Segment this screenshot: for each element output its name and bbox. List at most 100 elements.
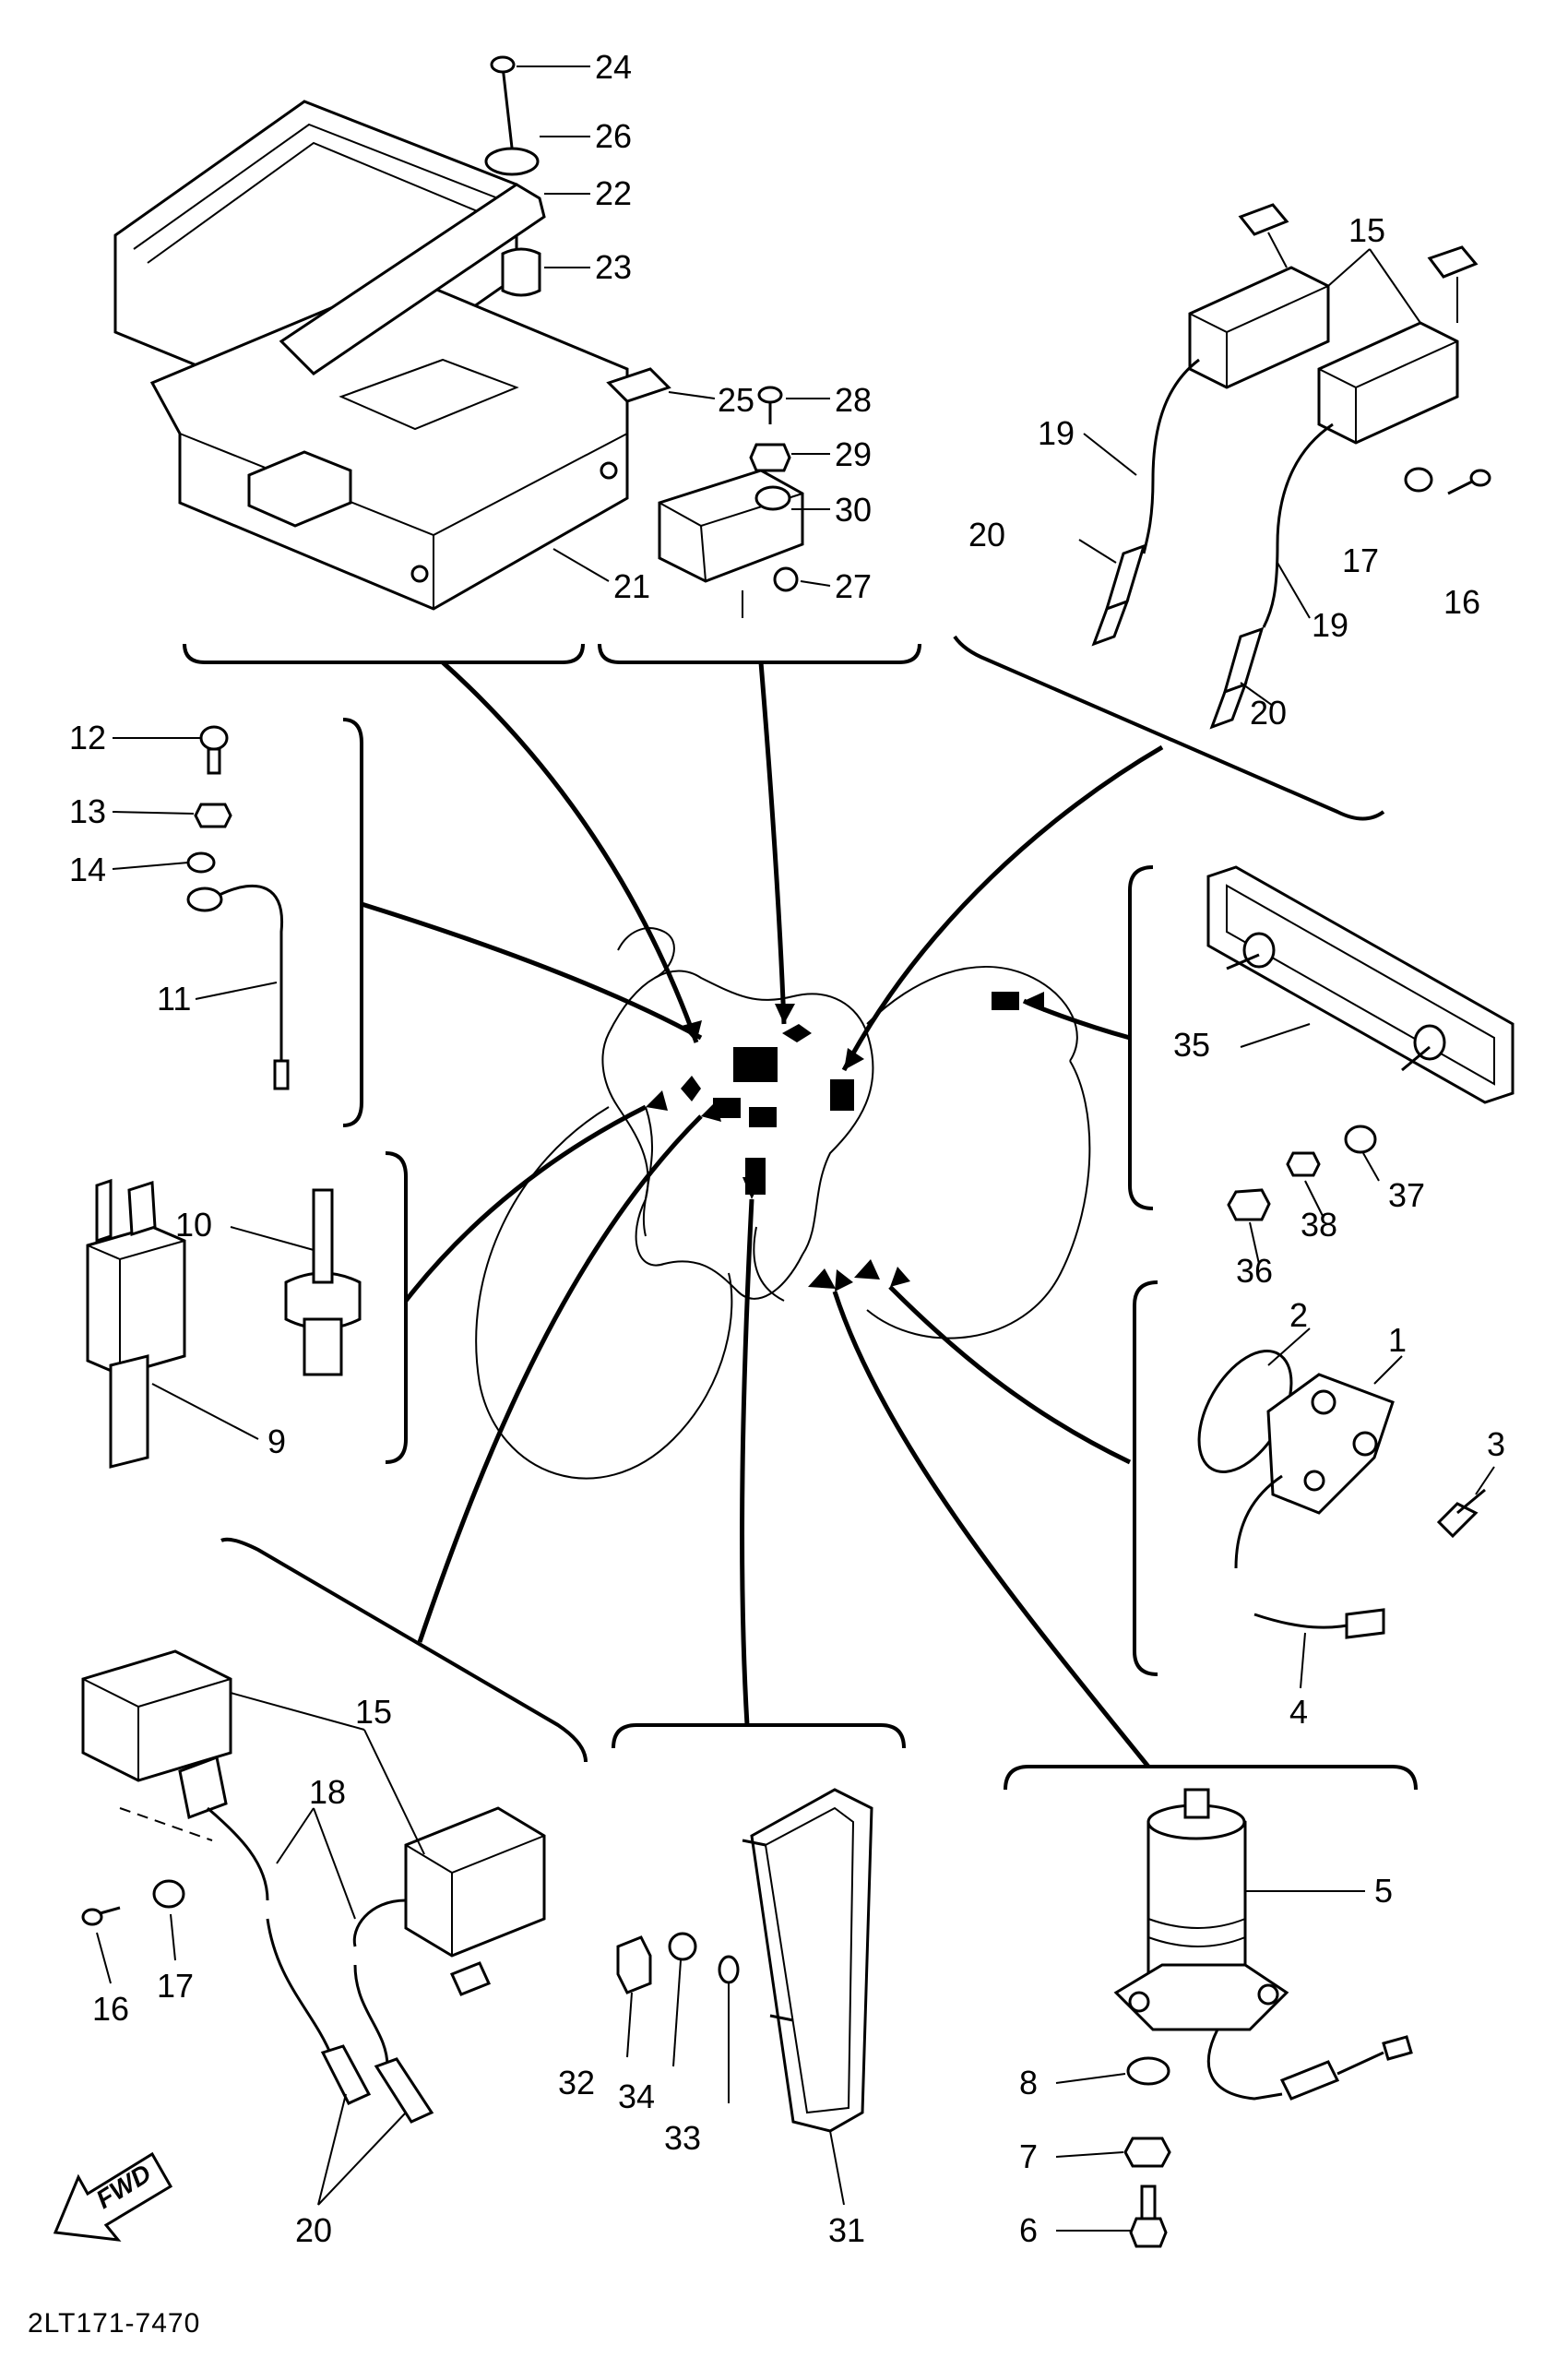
callout-7: 7: [1019, 2137, 1038, 2175]
ignition-coil-1: [1188, 266, 1330, 389]
front-coil-leader-lines: [96, 1692, 425, 2206]
bolt-24-head: [490, 55, 516, 74]
nut-29: [749, 443, 791, 472]
side-reflector-leader-lines: [626, 1959, 845, 2206]
cdi-leader-lines: [517, 65, 831, 587]
switch-leader-lines: [151, 1226, 315, 1440]
callout-10: 10: [175, 1206, 212, 1244]
ignition-coils-rear: [1091, 203, 1491, 730]
callout-11: 11: [157, 980, 191, 1018]
callout-17-rear: 17: [1342, 542, 1379, 579]
rear-reflector-assembly: [1206, 865, 1515, 1221]
washer-14: [186, 851, 216, 874]
callout-19-b: 19: [1312, 606, 1348, 644]
plug-cap-20-a: [1104, 543, 1146, 612]
callout-28: 28: [835, 381, 872, 419]
callout-12: 12: [69, 719, 106, 756]
washer-17-rear: [1404, 467, 1433, 493]
callout-31: 31: [828, 2211, 865, 2249]
leader-arrowheads: [646, 992, 1044, 1292]
callout-35: 35: [1173, 1026, 1210, 1064]
washer-33: [718, 1955, 740, 1984]
callout-37: 37: [1388, 1176, 1425, 1214]
callout-4: 4: [1289, 1693, 1308, 1731]
fuel-pump-leader-lines: [1055, 1890, 1365, 2232]
callout-8: 8: [1019, 2064, 1038, 2101]
clip-25: [606, 367, 671, 403]
coil-leader-lines: [1078, 248, 1421, 707]
callout-29: 29: [835, 435, 872, 473]
callout-26: 26: [595, 117, 632, 155]
callout-17-front: 17: [157, 1967, 194, 2005]
callout-19-a: 19: [1038, 414, 1075, 452]
reflector-leader-lines: [1240, 1023, 1380, 1265]
washer-37: [1344, 1125, 1377, 1154]
cdi-mount-block: [733, 1047, 778, 1082]
plug-cap-front-2: [374, 2057, 434, 2124]
earth-lead-11: [219, 884, 284, 1079]
coil-2-connector: [1427, 245, 1479, 279]
section-brackets: [183, 635, 1418, 1791]
callout-36: 36: [1236, 1252, 1273, 1290]
switch-assembly: [86, 1178, 362, 1469]
diagram-code: 2LT171-7470: [28, 2308, 200, 2339]
high-tension-cord-1: [1142, 358, 1200, 554]
nut-32: [616, 1935, 652, 1994]
fuel-pump-assembly: [1113, 1788, 1413, 2248]
reflector-35: [1206, 865, 1515, 1104]
callout-22: 22: [595, 174, 632, 212]
plug-cap-20-b: [1222, 626, 1265, 695]
ignition-coil-2: [1317, 321, 1459, 445]
cdi-bracket: [279, 183, 546, 375]
ignition-coil-front-2: [404, 1806, 546, 1958]
side-reflector-assembly: [616, 1788, 873, 2133]
callout-30: 30: [835, 491, 872, 529]
regulator-mount-block: [713, 1098, 741, 1118]
callout-25: 25: [718, 381, 754, 419]
callout-6: 6: [1019, 2211, 1038, 2249]
screw-3: [1436, 1502, 1479, 1539]
lead-4: [1253, 1613, 1357, 1629]
callout-2: 2: [1289, 1296, 1308, 1334]
callout-15-bottom: 15: [355, 1693, 392, 1731]
tail-mount-block: [992, 992, 1019, 1010]
high-tension-cord-2: [1262, 423, 1334, 628]
pickup-leader-lines: [1267, 1327, 1495, 1689]
screw-12-head: [199, 725, 229, 751]
callout-27: 27: [835, 567, 872, 605]
pickup-coil-assembly: [1197, 1350, 1486, 1639]
cdi-unit-body: [149, 275, 629, 611]
ignition-coil-front-1: [81, 1649, 232, 1782]
callout-16-front: 16: [92, 1990, 129, 2028]
callout-1: 1: [1388, 1321, 1407, 1359]
cdi-connector: [247, 450, 352, 528]
callout-32: 32: [558, 2064, 595, 2101]
nut-13: [194, 803, 232, 828]
washer-30: [754, 485, 791, 511]
bolt-6-shaft: [1140, 2184, 1157, 2220]
section-leader-rays: [361, 661, 1164, 1768]
neutral-switch-9: [86, 1225, 186, 1376]
nut-7: [1123, 2137, 1171, 2168]
ignition-coils-front: [81, 1649, 546, 2124]
nut-34: [668, 1932, 697, 1961]
earth-lead-leader-lines: [112, 737, 278, 1000]
callout-15-top: 15: [1348, 211, 1385, 249]
callout-18: 18: [309, 1773, 346, 1811]
callout-34: 34: [618, 2077, 655, 2115]
earth-lead-assembly: [186, 725, 290, 1090]
callout-14: 14: [69, 851, 106, 888]
bolt-28-head: [757, 386, 783, 404]
washer-17-front: [152, 1879, 185, 1909]
bolt-24-shaft: [501, 65, 514, 149]
reflector-31: [750, 1788, 873, 2133]
callout-20-b: 20: [1250, 694, 1287, 732]
fuel-pump-flange: [1113, 1963, 1289, 2031]
coil-1-connector: [1238, 203, 1289, 236]
screw-12-shaft: [207, 747, 221, 775]
bolt-6-head: [1129, 2217, 1168, 2248]
cdi-unit-assembly: [113, 55, 804, 618]
washer-8: [1126, 2056, 1170, 2086]
callout-13: 13: [69, 792, 106, 830]
